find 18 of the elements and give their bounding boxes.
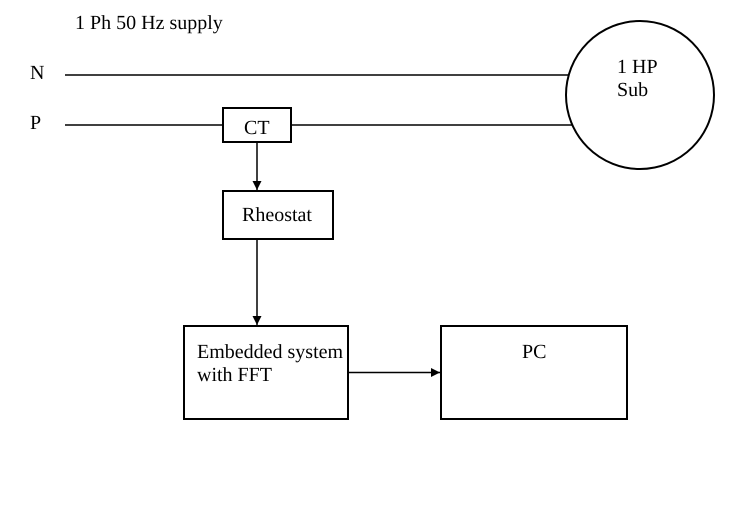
arrow bbox=[349, 368, 440, 377]
phase-label: P bbox=[30, 112, 42, 135]
node-label: CT bbox=[244, 117, 271, 140]
node-label: Embedded system with FFT bbox=[197, 341, 344, 387]
arrow bbox=[252, 143, 262, 190]
phase-label: N bbox=[30, 62, 46, 85]
supply-label: 1 Ph 50 Hz supply bbox=[75, 12, 223, 35]
supply-line bbox=[65, 74, 569, 76]
process-box bbox=[222, 190, 334, 240]
node-label: Rheostat bbox=[242, 204, 313, 227]
process-box bbox=[183, 325, 349, 420]
arrow bbox=[252, 240, 262, 325]
node-label: PC bbox=[522, 341, 548, 364]
process-box bbox=[440, 325, 628, 420]
supply-line bbox=[65, 124, 222, 126]
supply-line bbox=[292, 124, 572, 126]
node-label: 1 HP Sub bbox=[617, 56, 658, 102]
process-box bbox=[222, 107, 292, 143]
